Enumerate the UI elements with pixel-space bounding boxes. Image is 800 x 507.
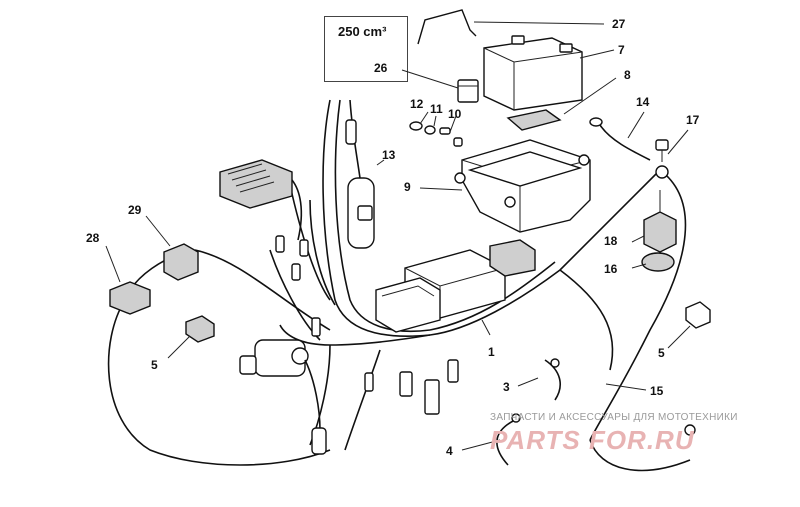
ignition-coil [239,339,327,455]
callout-29: 29 [128,203,142,217]
callout-9: 9 [404,180,411,194]
battery [483,35,583,111]
key-switch [109,281,151,315]
callout-15: 15 [650,384,664,398]
callout-5-right: 5 [658,346,665,360]
displacement-box [324,16,408,82]
callout-16: 16 [604,262,618,276]
callout-11: 11 [430,102,443,116]
starter-relay [643,190,677,253]
leader-lines [105,21,691,451]
callout-17: 17 [686,113,700,127]
cable-clip-left [185,315,215,343]
battery-strap [417,9,477,45]
fuse [457,79,479,103]
main-harness [107,99,687,466]
cable-4 [496,413,521,466]
switch [163,243,199,281]
callout-7: 7 [618,43,625,57]
ecu-unit [375,239,536,333]
bolt [655,139,669,179]
callout-3: 3 [503,380,510,394]
rubber-boot [641,252,675,272]
watermark-logo: PARTS FOR.RU [490,425,695,455]
callout-26: 26 [374,61,388,75]
callout-18: 18 [604,234,618,248]
voltage-regulator [219,159,303,241]
fasteners [409,121,463,147]
watermark-tagline: ЗАПЧАСТИ И АКСЕССУАРЫ ДЛЯ МОТОТЕХНИКИ [490,412,738,423]
callout-4: 4 [446,444,453,458]
callout-27: 27 [612,17,626,31]
callout-13: 13 [382,148,396,162]
callout-14: 14 [636,95,650,109]
displacement-label: 250 cm³ [338,24,387,39]
cable-15 [589,424,696,472]
callout-8: 8 [624,68,631,82]
cable-3 [544,358,561,401]
callout-labels: 1 3 4 5 5 7 8 9 10 11 12 13 14 15 16 17 … [86,17,700,458]
battery-cable [589,117,651,161]
harness-connectors [275,235,459,415]
cable-clip-right [685,301,711,329]
battery-pad [506,109,562,131]
capacitor [345,99,375,249]
callout-10: 10 [448,107,462,121]
callout-1: 1 [488,345,495,359]
callout-12: 12 [410,97,424,111]
watermark: ЗАПЧАСТИ И АКСЕССУАРЫ ДЛЯ МОТОТЕХНИКИ PA… [490,412,790,456]
callout-28: 28 [86,231,100,245]
callout-5-left: 5 [151,358,158,372]
battery-box [454,139,591,233]
